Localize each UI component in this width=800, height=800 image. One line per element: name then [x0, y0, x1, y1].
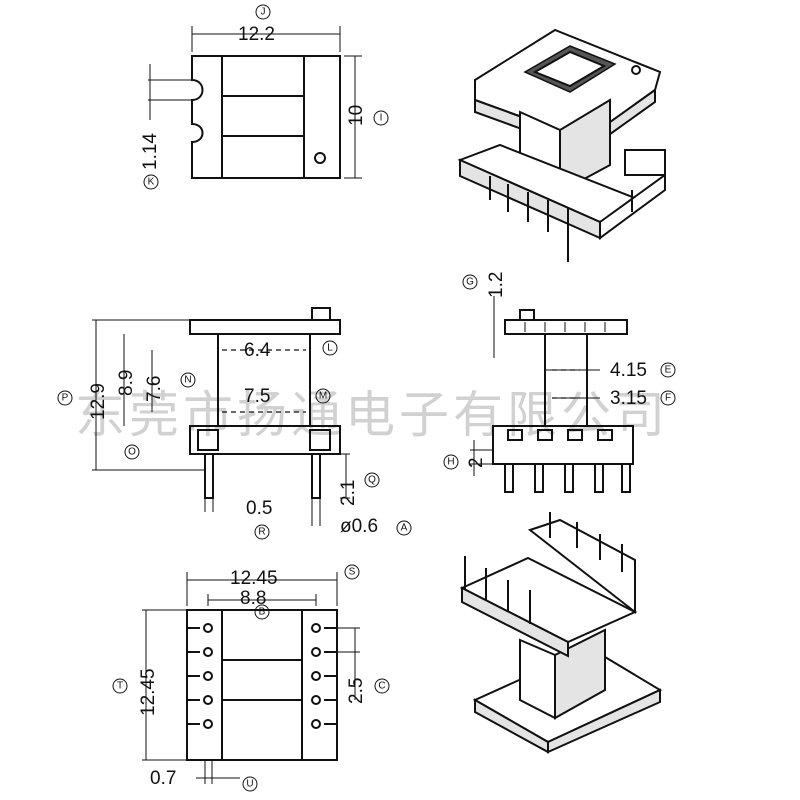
svg-text:L: L [327, 343, 333, 354]
dim-bottom-pitch: 2.5 [346, 678, 367, 704]
label-b: B [254, 604, 270, 620]
label-s: S [344, 564, 360, 580]
dim-bottom-inner: 8.8 [240, 588, 266, 609]
label-i: I [373, 110, 389, 126]
label-t: T [112, 678, 128, 694]
svg-text:M: M [319, 391, 327, 402]
iso-view-bottom [459, 512, 663, 754]
dim-bottom-width: 12.45 [230, 568, 278, 589]
label-j: J [255, 4, 271, 20]
label-e: E [660, 362, 676, 378]
svg-text:O: O [128, 447, 136, 458]
dim-front-core-w: 6.4 [244, 340, 271, 361]
side-view: 1.2 4.15 3.15 2 [466, 272, 647, 493]
bottom-view: 12.45 8.8 12.45 2.5 0.7 [138, 568, 367, 789]
svg-text:G: G [466, 277, 474, 288]
dim-side-top: 1.2 [486, 272, 507, 298]
svg-text:U: U [246, 779, 253, 790]
label-q: Q [364, 472, 380, 488]
svg-text:K: K [148, 177, 155, 188]
dim-front-pin-w: 0.5 [246, 498, 272, 519]
label-g: G [462, 274, 478, 290]
dim-side-core2: 3.15 [610, 388, 647, 409]
watermark-text: 东莞市扬通电子有限公司 [75, 386, 669, 444]
dim-front-core-w2: 7.5 [244, 386, 270, 407]
label-k: K [143, 174, 159, 190]
svg-text:C: C [378, 681, 385, 692]
label-r: R [254, 524, 270, 540]
label-f: F [660, 390, 676, 406]
dim-front-body: 8.9 [116, 370, 137, 396]
label-c: C [374, 678, 390, 694]
svg-text:H: H [447, 457, 454, 468]
front-view: 12.9 8.9 7.6 6.4 7.5 2.1 0.5 ø0.6 [88, 307, 378, 537]
svg-text:J: J [261, 7, 266, 18]
label-h: H [443, 454, 459, 470]
label-m: M [315, 388, 331, 404]
dim-front-total: 12.9 [88, 383, 109, 420]
dim-side-core1: 4.15 [610, 360, 647, 381]
label-n: N [180, 372, 196, 388]
label-u: U [242, 776, 258, 792]
svg-text:E: E [665, 365, 672, 376]
dim-side-base: 2 [466, 457, 487, 468]
label-a: A [396, 520, 412, 536]
dim-front-pin-dia: ø0.6 [340, 516, 378, 537]
dim-top-width: 12.2 [238, 24, 275, 45]
svg-text:B: B [259, 607, 266, 618]
svg-text:N: N [184, 375, 191, 386]
label-p: P [57, 390, 73, 406]
svg-text:R: R [258, 527, 265, 538]
label-o: O [124, 444, 140, 460]
dim-bottom-pin-offset: 0.7 [150, 768, 176, 789]
dim-front-pin-len: 2.1 [338, 480, 359, 506]
label-l: L [322, 340, 338, 356]
dim-top-slot: 1.14 [140, 133, 161, 170]
svg-text:I: I [380, 113, 383, 124]
top-view: 12.2 10 1.14 [140, 24, 367, 179]
svg-text:F: F [665, 393, 671, 404]
svg-text:P: P [62, 393, 69, 404]
svg-text:Q: Q [368, 475, 376, 486]
dim-front-inner: 7.6 [144, 376, 165, 402]
dim-top-height: 10 [346, 105, 367, 126]
svg-text:T: T [117, 681, 123, 692]
svg-text:A: A [401, 523, 408, 534]
svg-text:S: S [349, 567, 356, 578]
dim-bottom-height: 12.45 [138, 668, 159, 716]
iso-view-top [457, 28, 666, 262]
